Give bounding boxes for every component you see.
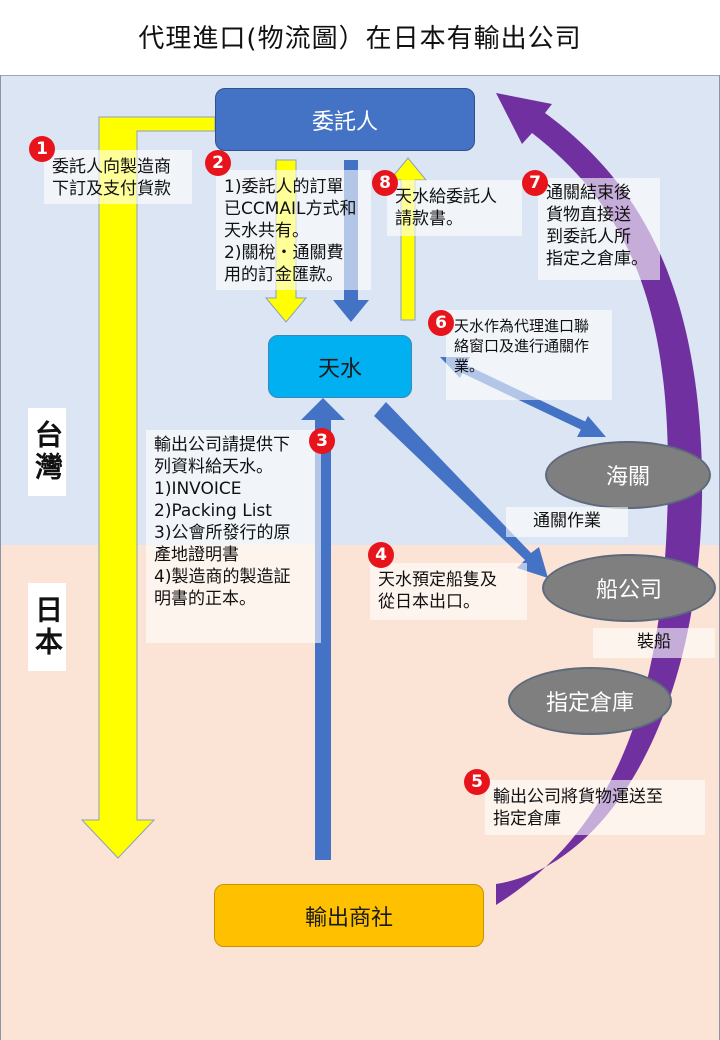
warehouse-node: 指定倉庫	[508, 667, 672, 735]
customs-node: 海關	[545, 441, 711, 509]
step-3-note: 輸出公司請提供下 列資料給天水。 1)INVOICE 2)Packing Lis…	[146, 430, 321, 643]
japan-label: 日本	[28, 583, 66, 671]
customs-work-label: 通關作業	[506, 507, 628, 537]
step-5-note: 輸出公司將貨物運送至 指定倉庫	[485, 780, 705, 835]
blue-diagonal-arrow	[374, 402, 548, 578]
step-4-badge: 4	[368, 542, 394, 568]
shipping-node: 船公司	[542, 554, 716, 622]
step-4-note: 天水預定船隻及 從日本出口。	[370, 563, 527, 620]
tensui-node: 天水	[268, 335, 412, 398]
yellow-order-arrow	[80, 116, 216, 859]
step-7-badge: 7	[522, 170, 548, 196]
exporter-node: 輸出商社	[214, 884, 484, 947]
step-8-badge: 8	[372, 170, 398, 196]
step-2-note: 1)委託人的訂單 已CCMAIL方式和 天水共有。 2)關稅・通關費 用的訂金匯…	[216, 170, 371, 290]
loading-label: 裝船	[593, 628, 715, 658]
blue-up-arrow	[301, 398, 345, 860]
step-1-note: 委託人向製造商 下訂及支付貨款	[44, 150, 192, 204]
step-7-note: 通關結束後 貨物直接送 到委託人所 指定之倉庫。	[538, 178, 660, 280]
step-2-badge: 2	[205, 150, 231, 176]
client-node: 委託人	[215, 88, 475, 151]
step-3-badge: 3	[309, 428, 335, 454]
step-5-badge: 5	[464, 769, 490, 795]
step-1-badge: 1	[29, 136, 55, 162]
step-6-badge: 6	[428, 310, 454, 336]
step-8-note: 天水給委託人 請款書。	[387, 180, 522, 236]
frame-left-edge	[0, 75, 1, 1040]
step-6-note: 天水作為代理進口聯 絡窗口及進行通關作 業。	[446, 310, 612, 400]
page-title: 代理進口(物流圖）在日本有輸出公司	[138, 24, 582, 54]
taiwan-label: 台灣	[28, 408, 66, 496]
